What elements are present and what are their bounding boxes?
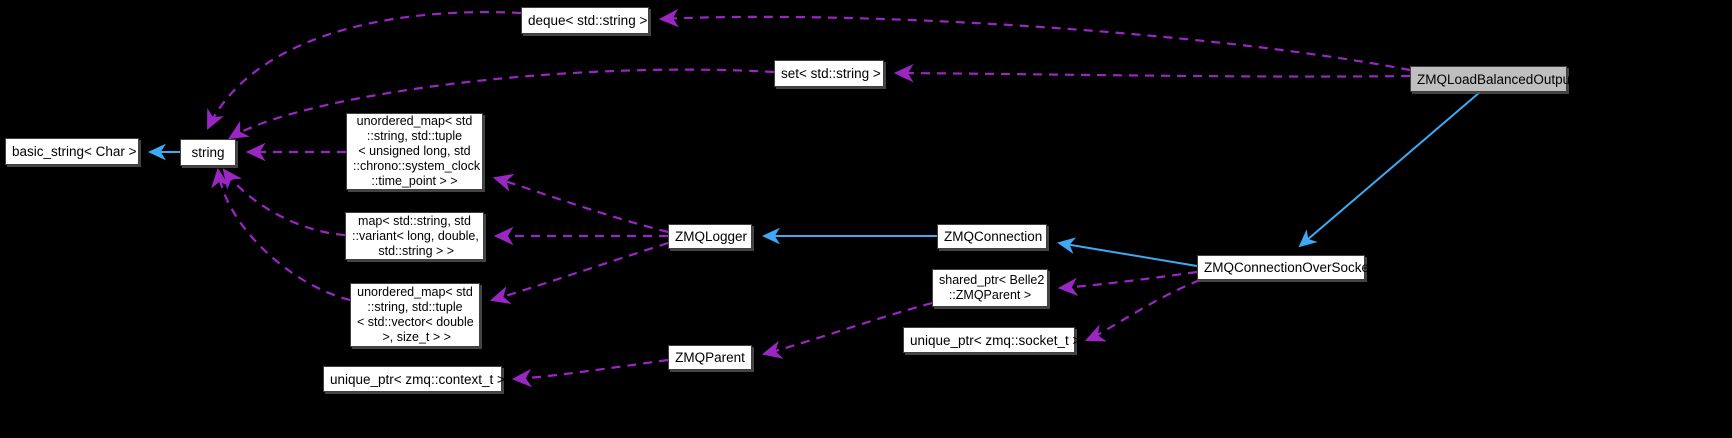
node-label: unique_ptr< zmq::context_t >: [330, 371, 505, 387]
node-zmqconnection[interactable]: ZMQConnection: [937, 224, 1047, 249]
edge-map_variant-to-string: [222, 168, 346, 237]
node-label: string: [191, 145, 225, 160]
node-unique-ptr-zmq-socket-t[interactable]: unique_ptr< zmq::socket_t >: [903, 327, 1081, 353]
node-deque-std-string[interactable]: deque< std::string >: [521, 7, 649, 34]
node-basic_string[interactable]: basic_string< Char >: [5, 138, 139, 165]
edge-zmqloadbalancedoutput-to-zmqconnoversocket: [1298, 91, 1481, 248]
edge-zmqlogger-to-umap_tuple_ulong: [492, 173, 669, 234]
node-label: unordered_map< std ::string, std::tuple …: [357, 285, 474, 344]
node-zmqconnectionoversocket[interactable]: ZMQConnectionOverSocket: [1197, 255, 1373, 280]
node-label: map< std::string, std ::variant< long, d…: [352, 213, 479, 258]
node-label: deque< std::string >: [528, 13, 648, 28]
edge-zmqconnoversocket-to-sharedptr_zmqparent: [1057, 270, 1198, 297]
node-zmqparent[interactable]: ZMQParent: [668, 345, 752, 370]
edge-zmqconnoversocket-to-zmqconnection: [1057, 237, 1198, 267]
node-map-std-string-variant[interactable]: map< std::string, std ::variant< long, d…: [345, 212, 484, 260]
node-shared-ptr-belle2-zmqparent[interactable]: shared_ptr< Belle2 ::ZMQParent >: [932, 269, 1048, 307]
node-label: ZMQConnectionOverSocket: [1204, 260, 1373, 275]
edge-zmqlogger-to-umap_tuple_vector: [489, 241, 669, 305]
node-zmqloadbalancedoutput[interactable]: ZMQLoadBalancedOutput: [1410, 66, 1574, 92]
node-label: ZMQConnection: [944, 229, 1043, 244]
node-set-std-string[interactable]: set< std::string >: [774, 60, 884, 87]
node-unique-ptr-zmq-context-t[interactable]: unique_ptr< zmq::context_t >: [323, 366, 505, 392]
edge-deque_string-to-string: [207, 11, 522, 130]
node-label: ZMQLogger: [675, 229, 748, 244]
node-unordered-map-tuple-unsigned-long[interactable]: unordered_map< std ::string, std::tuple …: [346, 113, 483, 190]
edge-zmqconnoversocket-to-uptr_socket: [1084, 278, 1201, 342]
node-label: set< std::string >: [781, 66, 881, 81]
node-label: ZMQParent: [675, 350, 745, 365]
edge-umap_tuple_vector-to-string: [211, 167, 351, 302]
edge-zmqparent-to-uptr_context: [511, 358, 669, 388]
edge-zmqloadbalancedoutput-to-set_string: [893, 63, 1411, 83]
node-zmqlogger[interactable]: ZMQLogger: [668, 224, 752, 249]
node-label: unordered_map< std ::string, std::tuple …: [353, 114, 481, 188]
node-label: basic_string< Char >: [12, 144, 137, 159]
node-label: unique_ptr< zmq::socket_t >: [910, 332, 1081, 348]
node-label: shared_ptr< Belle2 ::ZMQParent >: [939, 273, 1045, 302]
node-unordered-map-tuple-vector-double[interactable]: unordered_map< std ::string, std::tuple …: [350, 283, 480, 347]
node-string[interactable]: string: [180, 139, 236, 166]
edge-set_string-to-string: [228, 68, 775, 140]
node-label: ZMQLoadBalancedOutput: [1417, 71, 1574, 87]
